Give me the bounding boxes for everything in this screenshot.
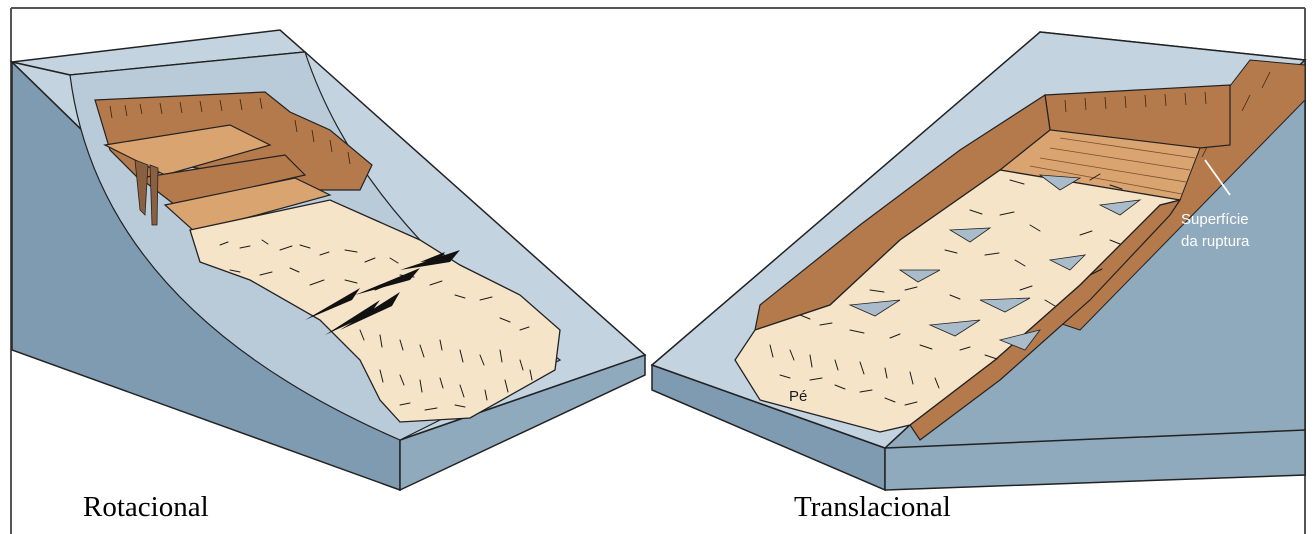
rupture-label-line1: Superfície xyxy=(1181,211,1249,228)
rotational-caption: Rotacional xyxy=(83,493,209,522)
translational-caption: Translacional xyxy=(794,493,951,522)
rupture-label-line2: da ruptura xyxy=(1181,233,1250,250)
toe-label: Pé xyxy=(789,388,807,405)
